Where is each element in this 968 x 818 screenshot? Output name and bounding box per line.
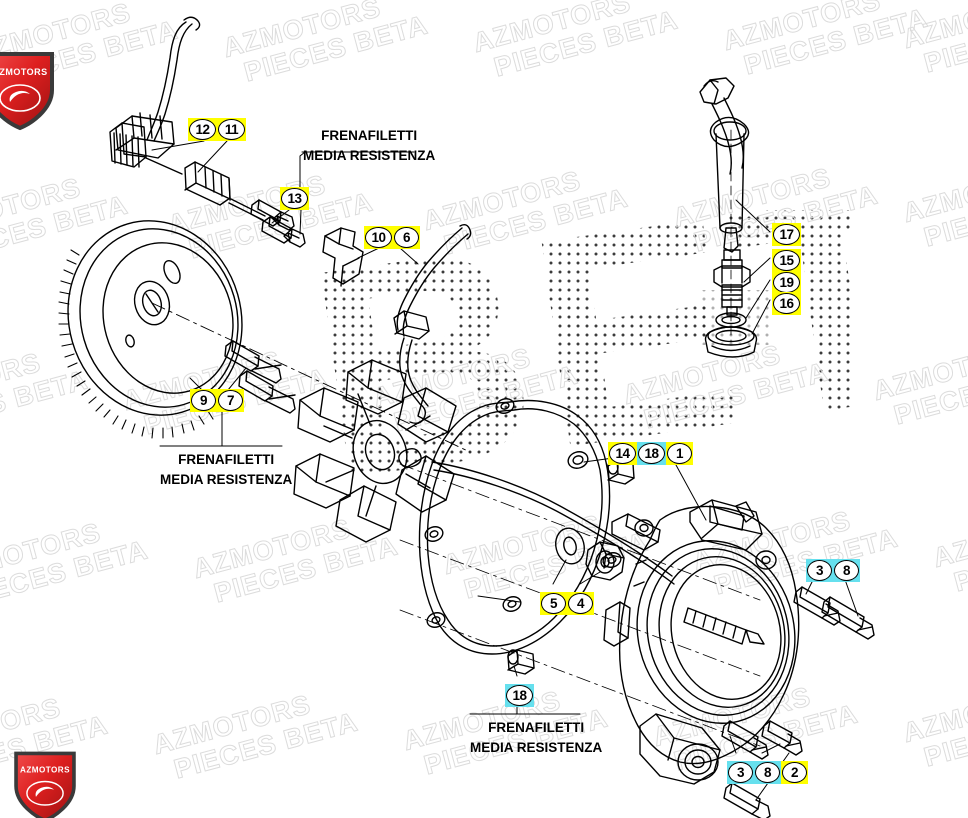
callout-6[interactable]: 6 [393, 226, 420, 249]
callout-group-14-18-1[interactable]: 14 18 1 [608, 442, 693, 465]
callout-group-19[interactable]: 19 [772, 271, 801, 294]
part-cover-gasket [399, 398, 761, 747]
callout-group-5-4[interactable]: 5 4 [540, 592, 594, 615]
part-flywheel-rotor [58, 220, 471, 453]
callout-group-15[interactable]: 15 [772, 249, 801, 272]
callout-3-bottom[interactable]: 3 [727, 761, 754, 784]
callout-group-16[interactable]: 16 [772, 292, 801, 315]
callout-11[interactable]: 11 [217, 118, 246, 141]
part-stator-bolts [224, 340, 296, 414]
svg-text:AZMOTORS: AZMOTORS [20, 765, 70, 774]
callout-17[interactable]: 17 [772, 223, 801, 246]
callout-12[interactable]: 12 [188, 118, 217, 141]
note-frenafiletti-top: FRENAFILETTI MEDIA RESISTENZA [303, 128, 436, 163]
callout-1[interactable]: 1 [666, 442, 693, 465]
part-washer-and-nut [555, 527, 625, 581]
part-clutch-cover [603, 499, 800, 785]
callout-group-10-6[interactable]: 10 6 [364, 226, 420, 249]
callout-19[interactable]: 19 [772, 271, 801, 294]
part-pickup-screws [250, 199, 306, 248]
callout-group-18-bottom[interactable]: 18 [505, 684, 534, 707]
callout-18-bottom[interactable]: 18 [505, 684, 534, 707]
callout-5[interactable]: 5 [540, 592, 567, 615]
callout-8-right[interactable]: 8 [833, 559, 860, 582]
callout-group-9-7[interactable]: 9 7 [190, 389, 244, 412]
note-frenafiletti-bottom: FRENAFILETTI MEDIA RESISTENZA [470, 720, 603, 755]
callout-group-3-8-2-bottom[interactable]: 3 8 2 [727, 761, 808, 784]
callout-16[interactable]: 16 [772, 292, 801, 315]
callout-8-bottom[interactable]: 8 [754, 761, 781, 784]
callout-group-13[interactable]: 13 [280, 187, 309, 210]
azmotors-logo-bottom: AZMOTORS [14, 751, 76, 818]
part-dowel-bush [507, 649, 535, 675]
callout-2-bottom[interactable]: 2 [781, 761, 808, 784]
callout-9[interactable]: 9 [190, 389, 217, 412]
callout-14[interactable]: 14 [608, 442, 637, 465]
part-spark-plug [713, 227, 751, 316]
part-plug-seat-ring [704, 326, 758, 358]
azmotors-logo-top: AZMOTORS [0, 52, 54, 131]
part-cover-bolts-right [793, 586, 875, 640]
callout-7[interactable]: 7 [217, 389, 244, 412]
part-cable-clamp [322, 227, 364, 287]
part-pickup-sensor-assembly [109, 16, 266, 221]
callout-group-12-11[interactable]: 12 11 [188, 118, 246, 141]
callout-group-3-8-right[interactable]: 3 8 [806, 559, 860, 582]
callout-13[interactable]: 13 [280, 187, 309, 210]
callout-15[interactable]: 15 [772, 249, 801, 272]
callout-3-right[interactable]: 3 [806, 559, 833, 582]
leader-lines [151, 140, 859, 801]
part-stator-assembly [293, 359, 675, 585]
callout-group-17[interactable]: 17 [772, 223, 801, 246]
part-stator-cable [393, 223, 472, 425]
part-cover-bolts-bottom [721, 720, 803, 818]
callout-18[interactable]: 18 [637, 442, 666, 465]
note-frenafiletti-left: FRENAFILETTI MEDIA RESISTENZA [160, 452, 293, 487]
part-spark-plug-cap [699, 77, 750, 343]
callout-10[interactable]: 10 [364, 226, 393, 249]
callout-4[interactable]: 4 [567, 592, 594, 615]
svg-text:AZMOTORS: AZMOTORS [0, 67, 48, 77]
